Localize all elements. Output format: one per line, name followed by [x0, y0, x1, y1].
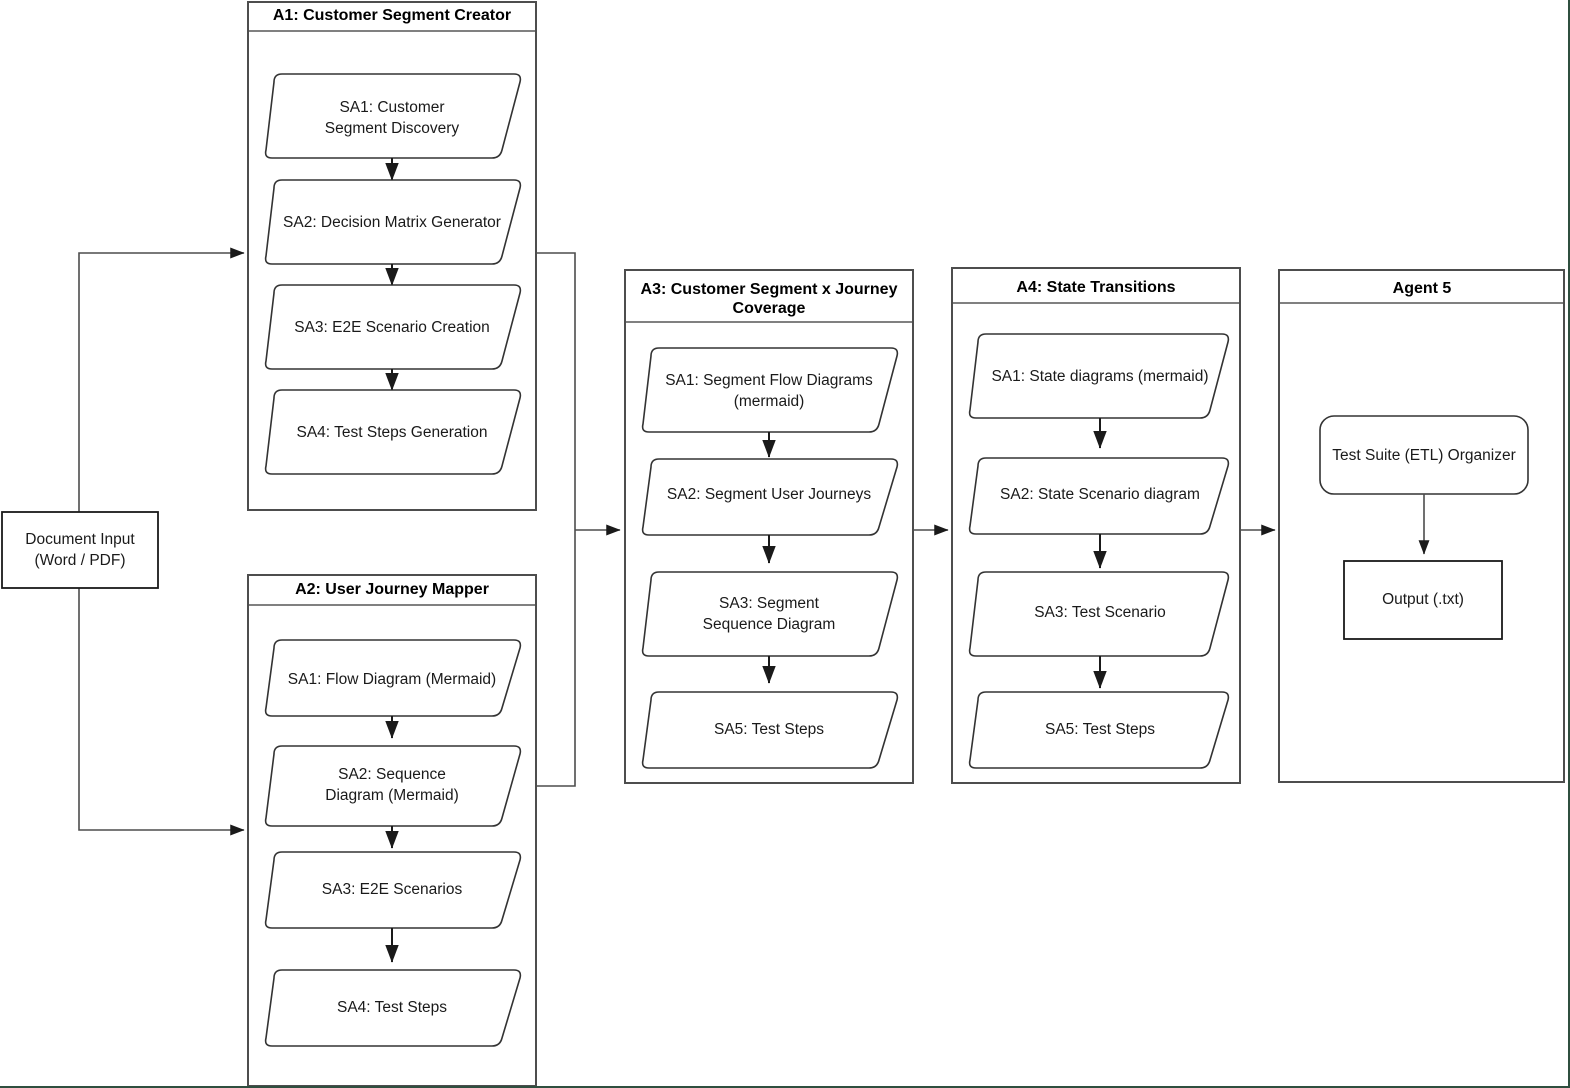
group-a1[interactable]: A1: Customer Segment Creator SA1: Custom…	[247, 1, 537, 511]
group-a2-title: A2: User Journey Mapper	[295, 581, 489, 598]
edge-document-input-to-a2	[78, 588, 245, 836]
node-a3-sa1[interactable]: SA1: Segment Flow Diagrams (mermaid)	[641, 347, 899, 433]
node-a1-sa4-label: SA4: Test Steps Generation	[297, 424, 488, 441]
edge-document-input-to-a1	[78, 247, 245, 512]
node-a1-sa4[interactable]: SA4: Test Steps Generation	[264, 389, 522, 475]
node-a3-sa3[interactable]: SA3: Segment Sequence Diagram	[641, 571, 899, 657]
node-a4-sa2-label: SA2: State Scenario diagram	[1000, 486, 1200, 503]
group-a3-title-line-1: A3: Customer Segment x Journey	[641, 281, 898, 298]
node-a2-sa3-label: SA3: E2E Scenarios	[322, 881, 463, 898]
node-a4-sa1[interactable]: SA1: State diagrams (mermaid)	[968, 333, 1230, 419]
group-agent5[interactable]: Agent 5 Test Suite (ETL) Organizer Outpu…	[1278, 269, 1565, 783]
node-a3-sa3-line-1: SA3: Segment	[719, 595, 820, 612]
node-a4-sa5[interactable]: SA5: Test Steps	[968, 691, 1230, 769]
group-a3-title-line-2: Coverage	[733, 300, 806, 317]
node-a2-sa4[interactable]: SA4: Test Steps	[264, 969, 522, 1047]
node-a3-sa3-line-2: Sequence Diagram	[703, 616, 836, 633]
node-a5-organizer[interactable]: Test Suite (ETL) Organizer	[1319, 415, 1529, 495]
node-a3-sa2-label: SA2: Segment User Journeys	[667, 486, 871, 503]
group-a1-title: A1: Customer Segment Creator	[273, 7, 511, 24]
group-agent5-title: Agent 5	[1393, 280, 1452, 297]
node-a3-sa5-label: SA5: Test Steps	[714, 721, 824, 738]
node-a4-sa1-label: SA1: State diagrams (mermaid)	[991, 368, 1208, 385]
node-a3-sa1-line-2: (mermaid)	[734, 393, 805, 410]
group-a4-title: A4: State Transitions	[1016, 279, 1175, 296]
document-input-node[interactable]: Document Input (Word / PDF)	[1, 511, 159, 589]
node-a5-organizer-label: Test Suite (ETL) Organizer	[1332, 447, 1515, 464]
node-a3-sa1-line-1: SA1: Segment Flow Diagrams	[665, 372, 873, 389]
group-a3[interactable]: A3: Customer Segment x Journey Coverage …	[624, 269, 914, 784]
node-a1-sa2[interactable]: SA2: Decision Matrix Generator	[264, 179, 522, 265]
node-a2-sa4-label: SA4: Test Steps	[337, 999, 447, 1016]
node-a1-sa1[interactable]: SA1: Customer Segment Discovery	[264, 73, 522, 159]
node-a4-sa2[interactable]: SA2: State Scenario diagram	[968, 457, 1230, 535]
group-a2[interactable]: A2: User Journey Mapper SA1: Flow Diagra…	[247, 574, 537, 1086]
node-a3-sa5[interactable]: SA5: Test Steps	[641, 691, 899, 769]
node-a1-sa2-label: SA2: Decision Matrix Generator	[283, 214, 501, 231]
node-a4-sa3[interactable]: SA3: Test Scenario	[968, 571, 1230, 657]
document-input-line-1: Document Input	[25, 531, 135, 548]
node-a2-sa3[interactable]: SA3: E2E Scenarios	[264, 851, 522, 929]
group-a4[interactable]: A4: State Transitions SA1: State diagram…	[951, 267, 1241, 784]
node-a1-sa3-label: SA3: E2E Scenario Creation	[294, 319, 490, 336]
node-a3-sa2[interactable]: SA2: Segment User Journeys	[641, 458, 899, 536]
node-a5-output[interactable]: Output (.txt)	[1343, 560, 1503, 640]
document-input-line-2: (Word / PDF)	[35, 552, 126, 569]
node-a1-sa3[interactable]: SA3: E2E Scenario Creation	[264, 284, 522, 370]
edge-a1-a2-merge-to-a3	[537, 252, 621, 787]
node-a2-sa1-label: SA1: Flow Diagram (Mermaid)	[288, 671, 496, 688]
node-a4-sa3-label: SA3: Test Scenario	[1034, 604, 1166, 621]
node-a2-sa2-line-2: Diagram (Mermaid)	[325, 787, 459, 804]
node-a2-sa2-line-1: SA2: Sequence	[338, 766, 446, 783]
node-a1-sa1-line-1: SA1: Customer	[339, 99, 444, 116]
node-a1-sa1-line-2: Segment Discovery	[325, 120, 460, 137]
node-a4-sa5-label: SA5: Test Steps	[1045, 721, 1155, 738]
node-a5-output-label: Output (.txt)	[1382, 591, 1464, 608]
node-a2-sa2[interactable]: SA2: Sequence Diagram (Mermaid)	[264, 745, 522, 827]
node-a2-sa1[interactable]: SA1: Flow Diagram (Mermaid)	[264, 639, 522, 717]
